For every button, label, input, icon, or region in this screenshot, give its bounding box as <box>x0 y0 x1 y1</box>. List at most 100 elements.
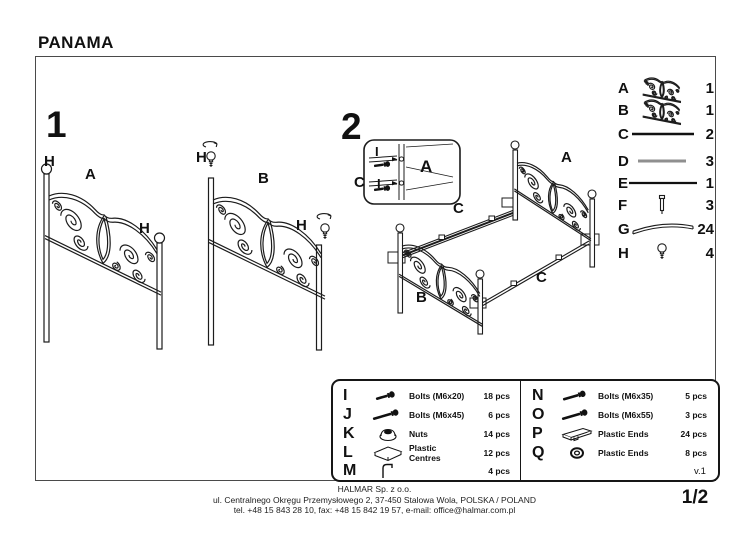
parts-list-row-d: D 3 <box>618 151 714 171</box>
part-letter: M <box>343 462 357 479</box>
part-qty: 4 <box>705 244 714 262</box>
page-number: 1/2 <box>681 487 709 508</box>
part-letter: B <box>618 101 629 119</box>
support-slat-icon <box>635 157 689 165</box>
label-a-headboard: A <box>85 166 96 183</box>
label-c-inset: C <box>354 174 365 191</box>
label-c-rail-top: C <box>453 200 464 217</box>
part-qty: 5 pcs <box>685 391 707 401</box>
label-i-inset-bottom: I <box>377 176 381 191</box>
bed-frame-drawing <box>387 140 600 335</box>
label-a-bed: A <box>561 149 572 166</box>
parts-list-row-g: G 24 <box>618 219 714 239</box>
footboard-b-drawing <box>202 141 332 351</box>
parts-list-row-a: A 1 <box>618 78 714 98</box>
part-letter: G <box>618 220 630 238</box>
table-divider <box>520 381 521 480</box>
hardware-row-p: P Plastic Ends 24 pcs <box>526 425 714 443</box>
plastic-centre-icon <box>367 444 409 462</box>
bolt-detail-inset <box>363 139 461 205</box>
parts-list-row-c: C 2 <box>618 124 714 144</box>
footer-contact: tel. +48 15 843 28 10, fax: +48 15 842 1… <box>233 505 516 515</box>
part-label: Bolts (M6x45) <box>409 410 465 420</box>
part-label: Bolts (M6x35) <box>598 391 654 401</box>
part-letter: N <box>532 387 544 404</box>
label-b-bed: B <box>416 289 427 306</box>
part-letter: P <box>532 425 543 442</box>
footer: HALMAR Sp. z o.o. ul. Centralnego Okręgu… <box>35 484 714 516</box>
part-letter: E <box>618 174 629 192</box>
part-qty: 3 <box>705 196 714 214</box>
parts-list-row-h: H 4 <box>618 243 714 263</box>
part-qty: 1 <box>705 101 714 119</box>
pin-icon <box>636 193 688 217</box>
parts-list-row-f: F 3 <box>618 193 714 217</box>
part-letter: C <box>618 125 629 143</box>
part-qty: 24 <box>697 220 714 238</box>
part-qty: 2 <box>705 125 714 143</box>
bracket-icon <box>367 462 409 480</box>
part-qty: 4 pcs <box>488 466 510 476</box>
label-a-inset: A <box>420 157 433 176</box>
label-h-a-left: H <box>44 153 55 170</box>
label-h-b-left: H <box>196 149 207 166</box>
bolt-icon <box>367 407 409 423</box>
curved-slat-icon <box>630 221 696 237</box>
step-2-number: 2 <box>341 106 362 147</box>
washer-icon <box>556 446 598 460</box>
part-qty: 6 pcs <box>488 410 510 420</box>
step-1-number: 1 <box>46 104 67 145</box>
part-label: Plastic Centres <box>409 443 441 463</box>
part-qty: 12 pcs <box>483 448 510 458</box>
center-rail-icon <box>629 179 698 187</box>
bolt-icon <box>556 388 598 404</box>
headboard-a-drawing <box>40 163 166 350</box>
bolt-icon <box>556 407 598 423</box>
part-qty: 1 <box>705 174 714 192</box>
hardware-row-l: L Plastic Centres 12 pcs <box>337 443 517 463</box>
part-letter: D <box>618 152 629 170</box>
label-h-a-right: H <box>139 220 150 237</box>
hardware-row-o: O Bolts (M6x55) 3 pcs <box>526 406 714 424</box>
hardware-row-k: K Nuts 14 pcs <box>337 425 517 443</box>
part-letter: F <box>618 196 628 214</box>
part-qty: 14 pcs <box>483 429 510 439</box>
hardware-row-q: Q Plastic Ends 8 pcs <box>526 444 714 462</box>
part-letter: J <box>343 406 352 423</box>
parts-list: A 1 B 1 C 2 D 3 E <box>618 76 714 288</box>
bolt-icon <box>367 388 409 404</box>
plastic-end-icon <box>556 425 598 443</box>
parts-list-row-b: B 1 <box>618 100 714 120</box>
hardware-row-i: I Bolts (M6x20) 18 pcs <box>337 387 517 405</box>
part-label: Bolts (M6x55) <box>598 410 654 420</box>
hardware-row-j: J Bolts (M6x45) 6 pcs <box>337 406 517 424</box>
footboard-icon <box>636 96 688 124</box>
hardware-row-n: N Bolts (M6x35) 5 pcs <box>526 387 714 405</box>
part-letter: K <box>343 425 355 442</box>
label-b-footboard: B <box>258 170 269 187</box>
label-h-b-right: H <box>296 217 307 234</box>
part-label: Nuts <box>409 429 428 439</box>
part-label: Bolts (M6x20) <box>409 391 465 401</box>
part-letter: A <box>618 79 629 97</box>
part-qty: 1 <box>705 79 714 97</box>
part-qty: 3 pcs <box>685 410 707 420</box>
side-rail-icon <box>631 130 695 138</box>
page-title: PANAMA <box>38 33 114 52</box>
part-qty: 8 pcs <box>685 448 707 458</box>
label-c-rail-bottom: C <box>536 269 547 286</box>
hardware-table: I Bolts (M6x20) 18 pcs J Bolts (M6x45) 6… <box>331 379 720 482</box>
part-letter: I <box>343 387 348 404</box>
footer-address: ul. Centralnego Okręgu Przemysłowego 2, … <box>212 494 536 505</box>
part-letter: O <box>532 406 545 423</box>
part-qty: 24 pcs <box>680 429 707 439</box>
label-i-inset-top: I <box>375 144 379 159</box>
part-letter: H <box>618 244 629 262</box>
part-label: Plastic Ends <box>598 429 649 439</box>
hardware-row-m: M 4 pcs <box>337 462 517 480</box>
part-qty: 18 pcs <box>483 391 510 401</box>
part-letter: L <box>343 444 353 461</box>
footer-company: HALMAR Sp. z o.o. <box>337 484 412 494</box>
part-letter: Q <box>532 444 545 461</box>
